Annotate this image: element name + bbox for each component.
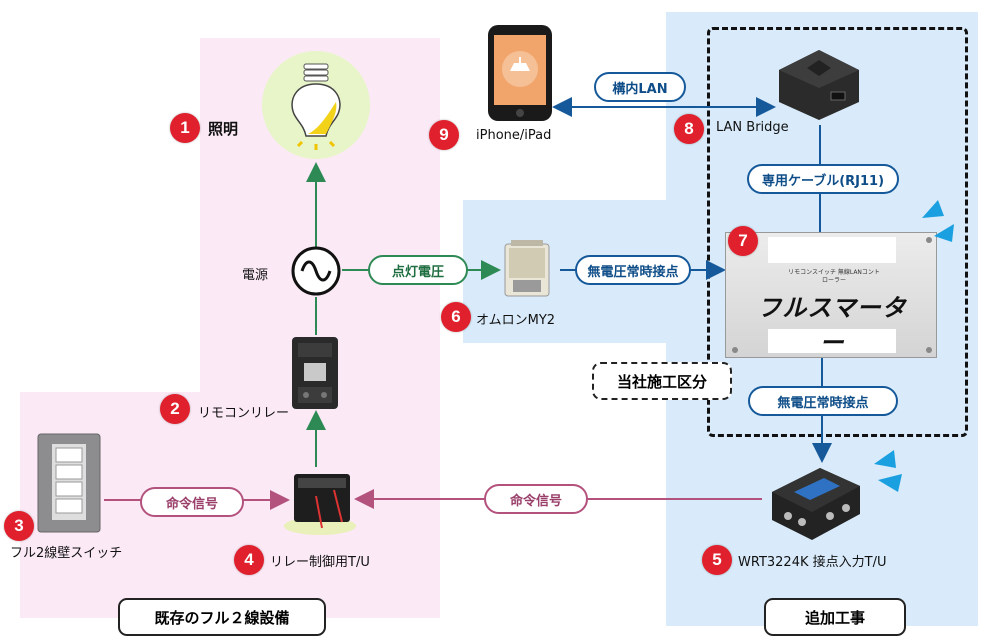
pill-internal-lan: 構内LAN [594, 72, 686, 102]
section-existing: 既存のフル２線設備 [118, 598, 326, 636]
label-remocon-relay: リモコンリレー [198, 406, 290, 421]
badge-3: 3 [4, 511, 34, 541]
badge-8: 8 [674, 114, 704, 144]
light-bulb-icon [258, 50, 374, 160]
wrt-unit-icon [768, 458, 864, 544]
ac-power-icon [290, 245, 342, 297]
badge-7: 7 [728, 226, 758, 256]
controller-small-text: リモコンスイッチ 無線LANコントローラー [788, 269, 880, 284]
wall-switch-icon [36, 432, 102, 534]
omron-relay-icon [497, 236, 559, 304]
our-scope-dashed-box [707, 27, 968, 437]
section-our-scope: 当社施工区分 [592, 362, 732, 400]
label-omron: オムロンMY2 [476, 313, 556, 328]
pill-dry-contact-2: 無電圧常時接点 [748, 386, 898, 416]
badge-9: 9 [429, 120, 459, 150]
pill-command-1: 命令信号 [140, 487, 244, 517]
relay-tu-icon [282, 466, 362, 536]
badge-5: 5 [702, 545, 732, 575]
label-relay-tu: リレー制御用T/U [270, 555, 370, 570]
badge-2: 2 [160, 394, 190, 424]
lan-bridge-icon [773, 40, 865, 122]
pill-lighting-voltage: 点灯電圧 [368, 255, 468, 285]
label-lighting: 照明 [208, 120, 239, 138]
pill-command-2: 命令信号 [484, 484, 588, 514]
label-wall-switch: フル2線壁スイッチ [10, 546, 123, 561]
badge-1: 1 [170, 113, 200, 143]
wireless-signal-icon-wrt [874, 450, 902, 492]
label-iphone: iPhone/iPad [476, 128, 552, 143]
badge-4: 4 [234, 545, 264, 575]
wireless-signal-icon-controller [922, 200, 954, 242]
badge-6: 6 [441, 302, 471, 332]
controller-unit: リモコンスイッチ 無線LANコントローラー フルスマーター [725, 232, 937, 358]
pill-dedicated-cable: 専用ケーブル(RJ11) [747, 164, 899, 194]
smartphone-icon [486, 23, 554, 123]
controller-logo: フルスマーター [757, 294, 907, 357]
pill-dry-contact-1: 無電圧常時接点 [575, 255, 691, 285]
label-power: 電源 [242, 268, 269, 283]
label-wrt: WRT3224K 接点入力T/U [738, 555, 887, 570]
remocon-relay-icon [286, 333, 344, 413]
section-additional: 追加工事 [764, 598, 906, 636]
label-lan-bridge: LAN Bridge [716, 120, 789, 135]
